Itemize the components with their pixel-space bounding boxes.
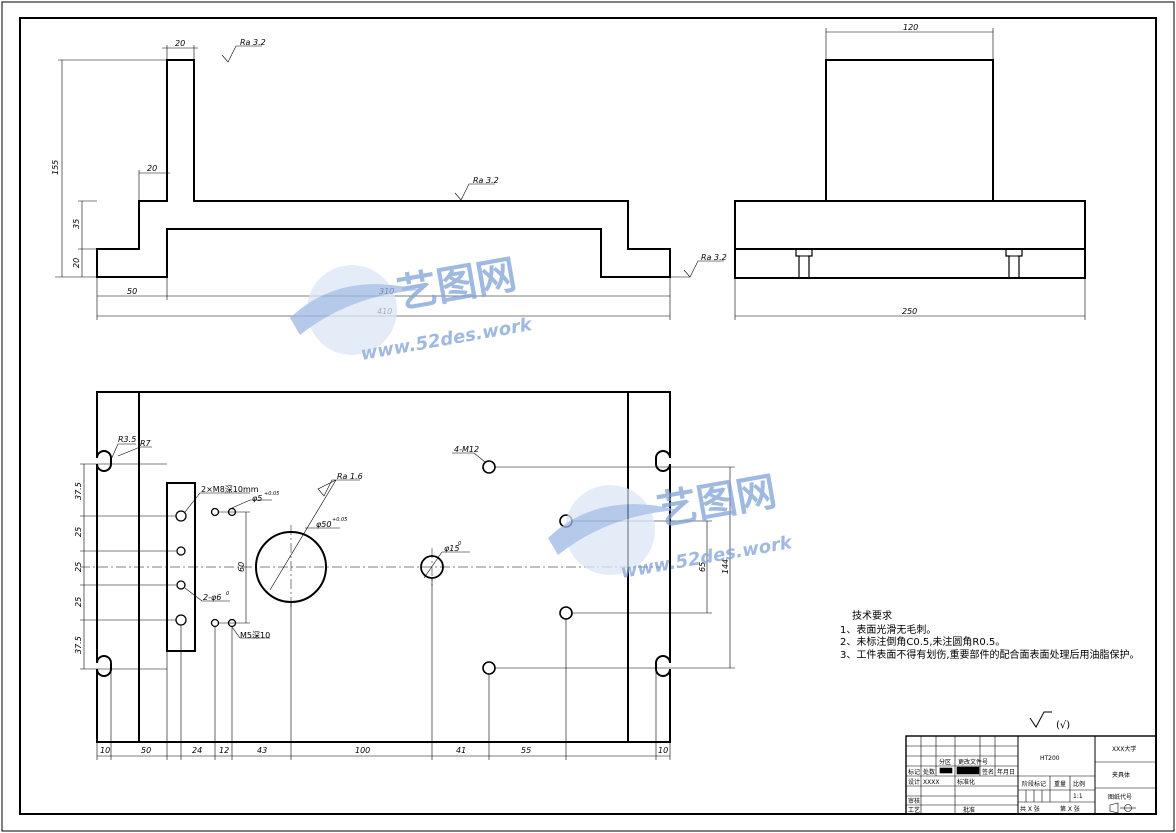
- dim-50-bottom: 50: [141, 746, 151, 755]
- dim-41: 41: [456, 746, 466, 755]
- callout-ra16: Ra 1.6: [337, 472, 363, 481]
- callout-tol2: 0: [226, 591, 229, 597]
- roughness-right: Ra 3.2: [701, 253, 727, 262]
- dim-37-5-bottom: 37.5: [74, 636, 83, 654]
- callout-m12: 4-M12: [454, 445, 479, 454]
- title-block-text: HT200 XXX大学 夹具体 图纸代号 1:1 阶段标记 重量 比例 共 X …: [908, 745, 1136, 814]
- watermark-2: 艺图网 www.52des.work: [548, 469, 794, 583]
- tech-requirements: 技术要求 1、表面光滑无毛刺。 2、未标注倒角C0.5,未注圆角R0.5。 3、…: [840, 609, 1140, 661]
- dim-100: 100: [355, 746, 370, 755]
- watermark-1: 艺图网 www.52des.work: [290, 252, 534, 365]
- tb-drawing-no: 图纸代号: [1108, 793, 1132, 801]
- dim-20-top: 20: [175, 39, 185, 48]
- front-view: 20 155 20 35 20 50 310 410 Ra 3.2 Ra 3.2…: [51, 38, 727, 320]
- tb-material: HT200: [1040, 755, 1060, 762]
- tb-sheets: 共 X 张: [1020, 805, 1040, 813]
- dim-43: 43: [257, 746, 267, 755]
- tb-sheet: 第 X 张: [1060, 805, 1080, 813]
- tb-c2: 处数: [923, 768, 935, 776]
- dim-10-right: 10: [658, 746, 668, 755]
- tb-row-design: 设计: [908, 778, 920, 786]
- dim-50: 50: [127, 287, 137, 296]
- dim-250: 250: [902, 307, 917, 316]
- callout-tol4: 0: [458, 541, 461, 547]
- tb-c3: 分区: [939, 758, 951, 766]
- tb-scale: 1:1: [1073, 793, 1083, 800]
- tb-weight: 重量: [1054, 780, 1066, 788]
- dim-55: 55: [521, 746, 531, 755]
- tech-line-1: 1、表面光滑无毛刺。: [840, 623, 936, 636]
- dim-155: 155: [51, 160, 60, 175]
- tb-row-std: 标准化: [957, 778, 975, 786]
- callout-m5: M5深10: [240, 631, 270, 640]
- callout-r7: R7: [140, 439, 152, 448]
- plan-view: R3.5 R7 2×M8深10mm φ5 +0.05 2-φ6 0 M5深10 …: [74, 391, 735, 760]
- dim-25-a: 25: [74, 527, 83, 537]
- callout-tol1: +0.05: [264, 491, 279, 497]
- dim-37-5-top: 37.5: [74, 482, 83, 500]
- callout-r35: R3.5: [118, 435, 136, 444]
- tech-title: 技术要求: [852, 609, 892, 622]
- side-view: 120 250: [734, 23, 1086, 320]
- tb-c6: 年月日: [997, 768, 1015, 776]
- watermark-brand-2: 艺图网: [654, 469, 780, 535]
- tb-school: XXX大学: [1112, 745, 1136, 753]
- dim-20: 20: [72, 258, 81, 268]
- callout-phi6: 2-φ6: [203, 593, 221, 602]
- callout-phi15: φ15: [444, 544, 459, 553]
- tb-designer: XXXX: [923, 779, 939, 786]
- dim-60: 60: [237, 562, 246, 572]
- tb-c1: 标记: [908, 768, 920, 776]
- dim-25-c: 25: [74, 597, 83, 607]
- tech-line-3: 3、工件表面不得有划伤,重要部件的配合面表面处理后用油脂保护。: [840, 648, 1140, 661]
- roughness-paren: (√): [1056, 720, 1070, 731]
- callout-slot: 2×M8深10mm: [201, 485, 259, 494]
- general-roughness-symbol: (√): [1029, 711, 1070, 731]
- tech-line-2: 2、未标注倒角C0.5,未注圆角R0.5。: [840, 635, 1005, 648]
- callout-tol3: +0.05: [332, 517, 347, 523]
- watermark-brand-1: 艺图网: [394, 252, 520, 318]
- dim-65: 65: [698, 562, 707, 572]
- tb-c4: 更改文件号: [958, 758, 988, 766]
- dim-12: 12: [219, 746, 229, 755]
- tb-ratio: 比例: [1073, 780, 1085, 788]
- dim-35: 35: [72, 219, 81, 229]
- tb-row-review: 审核: [908, 797, 920, 805]
- dim-20-step: 20: [147, 164, 157, 173]
- dim-25-b: 25: [74, 562, 83, 572]
- dim-144: 144: [721, 559, 730, 574]
- tb-row-craft: 工艺: [908, 806, 920, 814]
- title-block: [905, 735, 1157, 815]
- tb-stage: 阶段标记: [1022, 780, 1046, 788]
- dim-24: 24: [192, 746, 202, 755]
- roughness-mid: Ra 3.2: [473, 176, 499, 185]
- dim-10-left: 10: [100, 746, 110, 755]
- roughness-top: Ra 3.2: [240, 38, 266, 47]
- dim-120: 120: [903, 23, 918, 32]
- tb-part: 夹具体: [1112, 771, 1130, 779]
- callout-phi50: φ50: [316, 520, 331, 529]
- tb-row-approve: 批准: [963, 806, 975, 814]
- callout-phi5: φ5: [252, 494, 262, 503]
- tb-c5: 签名: [982, 768, 994, 776]
